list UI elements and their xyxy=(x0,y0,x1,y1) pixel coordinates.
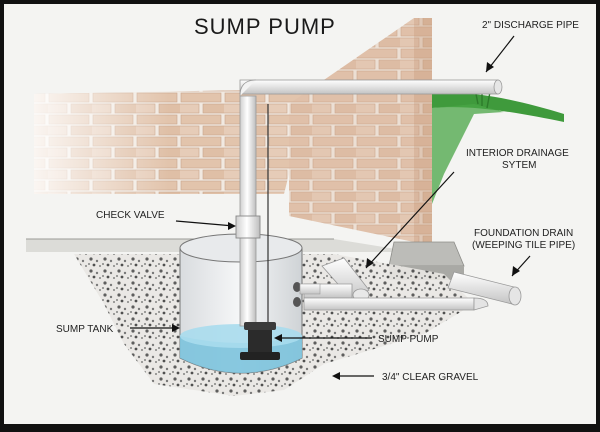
basement-back-wall xyxy=(34,89,304,194)
diagram-frame: SUMP PUMP 2" DISCHARGE PIPE INTERIOR DRA… xyxy=(4,4,596,424)
foundation-drain-pipe xyxy=(447,271,522,311)
sump-pump xyxy=(240,322,280,360)
label-discharge-pipe: 2" DISCHARGE PIPE xyxy=(482,20,579,31)
label-sump-pump: SUMP PUMP xyxy=(378,334,439,345)
check-valve xyxy=(235,215,261,239)
label-foundation-drain-line2: (WEEPING TILE PIPE) xyxy=(472,240,575,251)
label-check-valve: CHECK VALVE xyxy=(96,210,165,221)
basement-side-wall xyxy=(289,18,432,244)
callout-arrowheads xyxy=(172,62,520,380)
label-interior-drainage-line2: SYTEM xyxy=(502,160,536,171)
label-foundation-drain: FOUNDATION DRAIN xyxy=(474,228,573,239)
sump-pump-illustration: SUMP PUMP 2" DISCHARGE PIPE INTERIOR DRA… xyxy=(26,14,579,396)
label-clear-gravel: 3/4" CLEAR GRAVEL xyxy=(382,372,479,383)
label-sump-tank: SUMP TANK xyxy=(56,324,114,335)
label-interior-drainage: INTERIOR DRAINAGE xyxy=(466,148,569,159)
grass-outside xyxy=(432,83,564,204)
diagram-title: SUMP PUMP xyxy=(194,14,336,39)
discharge-pipe xyxy=(239,79,503,327)
